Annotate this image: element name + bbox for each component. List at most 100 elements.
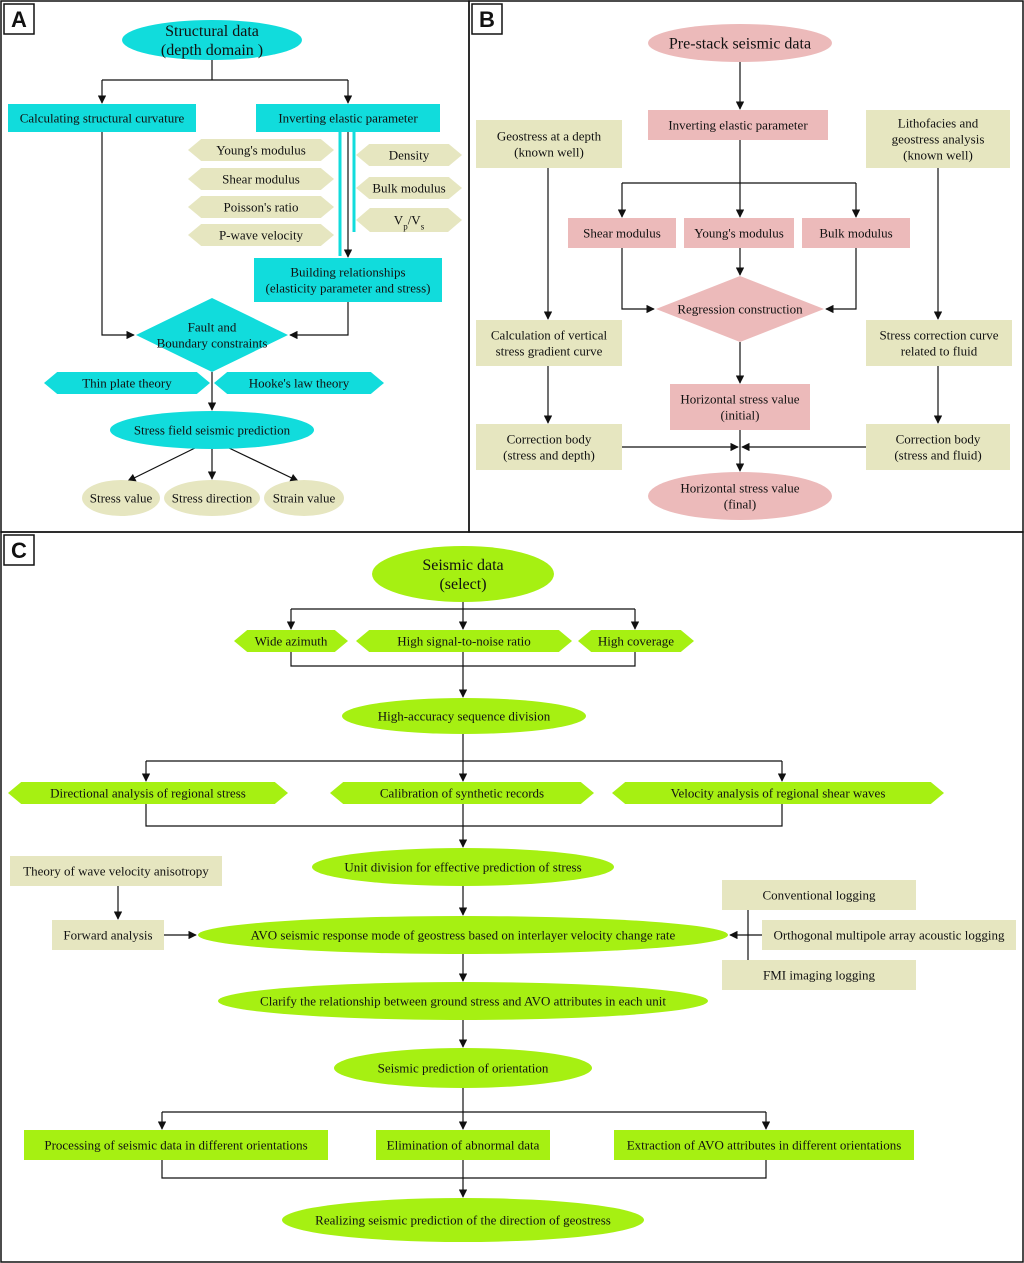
panel-b-corr-fluid-label-1: Correction body <box>896 432 981 447</box>
panel-a-stress-direction-label: Stress direction <box>172 491 253 506</box>
panel-c-wide-node: Wide azimuth <box>234 630 348 652</box>
panel-c-seismic-node: Seismic data(select) <box>372 546 554 602</box>
panel-a-strain-value-label: Strain value <box>273 491 336 506</box>
panel-b-regression-node: Regression construction <box>656 276 824 342</box>
panel-a-thin-plate-label: Thin plate theory <box>82 376 172 391</box>
panel-a-fault-label-2: Boundary constraints <box>157 336 268 351</box>
panel-a-shear-node: Shear modulus <box>188 168 334 190</box>
panel-label-a: A <box>3 3 35 35</box>
panel-c-forward-node: Forward analysis <box>52 920 164 950</box>
panel-a-fault-label-1: Fault and <box>188 320 237 335</box>
panel-b-prestack-node: Pre-stack seismic data <box>648 24 832 62</box>
panel-a-youngs-label: Young's modulus <box>216 143 306 158</box>
panel-a-inverting-node: Inverting elastic parameter <box>256 104 440 132</box>
panel-b-horiz-initial-node: Horizontal stress value(initial) <box>670 384 810 430</box>
panel-c-processing-label: Processing of seismic data in different … <box>44 1138 307 1153</box>
panel-c-realizing-label: Realizing seismic prediction of the dire… <box>315 1213 611 1228</box>
panel-a-thin-plate-node: Thin plate theory <box>44 372 210 394</box>
panel-a-building-label-1: Building relationships <box>290 265 405 280</box>
panel-b-corr-depth-node: Correction body(stress and depth) <box>476 424 622 470</box>
panel-a-vpvs-node: Vp/Vs <box>356 208 462 232</box>
panel-c-unit-division-node: Unit division for effective prediction o… <box>312 848 614 886</box>
panel-c-clarify-label: Clarify the relationship between ground … <box>260 994 666 1009</box>
panel-b-bulk-node: Bulk modulus <box>802 218 910 248</box>
panel-b-horiz-initial-label-1: Horizontal stress value <box>680 392 799 407</box>
panel-c-theory-wave-label: Theory of wave velocity anisotropy <box>23 864 209 879</box>
panel-c-extraction-node: Extraction of AVO attributes in differen… <box>614 1130 914 1160</box>
panel-b-regression-label: Regression construction <box>677 302 803 317</box>
connector-40 <box>145 804 783 827</box>
panel-a-structural-data-label-1: Structural data <box>165 23 259 40</box>
panel-b-lithofacies-label-2: geostress analysis <box>892 132 985 147</box>
panel-c-theory-wave-node: Theory of wave velocity anisotropy <box>10 856 222 886</box>
panel-c-forward-label: Forward analysis <box>63 928 152 943</box>
panel-c-processing-node: Processing of seismic data in different … <box>24 1130 328 1160</box>
connector-9 <box>289 302 349 340</box>
panel-c-directional-label: Directional analysis of regional stress <box>50 786 246 801</box>
panel-a-hooke-label: Hooke's law theory <box>249 376 350 391</box>
panel-b-horiz-final-label-2: (final) <box>724 497 756 512</box>
panel-b-corr-depth-label-1: Correction body <box>507 432 592 447</box>
panel-c-realizing-node: Realizing seismic prediction of the dire… <box>282 1198 644 1242</box>
panel-a-stress-field-node: Stress field seismic prediction <box>110 411 314 449</box>
connector-19 <box>621 248 655 314</box>
panel-b-corr-fluid-node: Correction body(stress and fluid) <box>866 424 1010 470</box>
panel-c-avo-mode-node: AVO seismic response mode of geostress b… <box>198 916 728 954</box>
panel-c-avo-mode-label: AVO seismic response mode of geostress b… <box>251 928 676 943</box>
panel-b-horiz-final-node: Horizontal stress value(final) <box>648 472 832 520</box>
panel-c-velocity-shear-label: Velocity analysis of regional shear wave… <box>671 786 886 801</box>
panel-c-snr-label: High signal-to-noise ratio <box>397 634 531 649</box>
panel-b-horiz-initial-label-2: (initial) <box>721 408 760 423</box>
panel-a-calc-curvature-node: Calculating structural curvature <box>8 104 196 132</box>
panel-b-geostress-depth-node: Geostress at a depth(known well) <box>476 120 622 168</box>
panel-a-density-node: Density <box>356 144 462 166</box>
panel-b-fluid-curve-label-1: Stress correction curve <box>879 328 998 343</box>
panel-a-stress-value-node: Stress value <box>82 480 160 516</box>
panel-b-lithofacies-label-1: Lithofacies and <box>898 116 979 131</box>
panel-label-b: B <box>471 3 503 35</box>
panel-b-horiz-final-label-1: Horizontal stress value <box>680 481 799 496</box>
panel-c-coverage-label: High coverage <box>598 634 674 649</box>
panel-b-lithofacies-label-3: (known well) <box>903 148 973 163</box>
panel-a-stress-field-label: Stress field seismic prediction <box>134 423 291 438</box>
panel-c-sequence-node: High-accuracy sequence division <box>342 698 586 734</box>
panel-c-clarify-node: Clarify the relationship between ground … <box>218 982 708 1020</box>
panel-b-fluid-curve-label-2: related to fluid <box>901 344 978 359</box>
connector-5 <box>101 132 135 340</box>
panel-b-vertical-curve-label-2: stress gradient curve <box>496 344 603 359</box>
panel-a-building-label-2: (elasticity parameter and stress) <box>266 281 431 296</box>
panel-c-snr-node: High signal-to-noise ratio <box>356 630 572 652</box>
panel-c-orientation-node: Seismic prediction of orientation <box>334 1048 592 1088</box>
panel-b-corr-fluid-label-2: (stress and fluid) <box>894 448 981 463</box>
connector-13 <box>228 447 299 482</box>
panel-a-youngs-node: Young's modulus <box>188 139 334 161</box>
svg-text:C: C <box>11 538 27 563</box>
panel-a-pwave-label: P-wave velocity <box>219 228 304 243</box>
panel-c-elimination-node: Elimination of abnormal data <box>376 1130 550 1160</box>
panel-b-youngs-node: Young's modulus <box>684 218 794 248</box>
panel-a-poisson-node: Poisson's ratio <box>188 196 334 218</box>
panel-a-calc-curvature-label: Calculating structural curvature <box>20 111 185 126</box>
panel-a-shear-label: Shear modulus <box>222 172 300 187</box>
panel-a-inverting-label: Inverting elastic parameter <box>278 111 418 126</box>
panel-c-wide-label: Wide azimuth <box>255 634 328 649</box>
panel-c-coverage-node: High coverage <box>578 630 694 652</box>
connector-21 <box>825 248 857 314</box>
panel-b-inverting-node: Inverting elastic parameter <box>648 110 828 140</box>
panel-c-extraction-label: Extraction of AVO attributes in differen… <box>627 1138 902 1153</box>
panel-c-calibration-node: Calibration of synthetic records <box>330 782 594 804</box>
connector-55 <box>161 1160 767 1179</box>
panel-c-seismic-label-1: Seismic data <box>422 557 503 574</box>
panel-c-sequence-label: High-accuracy sequence division <box>378 709 551 724</box>
panel-a-structural-data-node: Structural data(depth domain ) <box>122 20 302 60</box>
panel-c-orientation-label: Seismic prediction of orientation <box>378 1061 549 1076</box>
panel-b-vertical-curve-label-1: Calculation of vertical <box>491 328 608 343</box>
panel-a-strain-value-node: Strain value <box>264 480 344 516</box>
panel-b-inverting-label: Inverting elastic parameter <box>668 118 808 133</box>
panel-a-bulk-node: Bulk modulus <box>356 177 462 199</box>
